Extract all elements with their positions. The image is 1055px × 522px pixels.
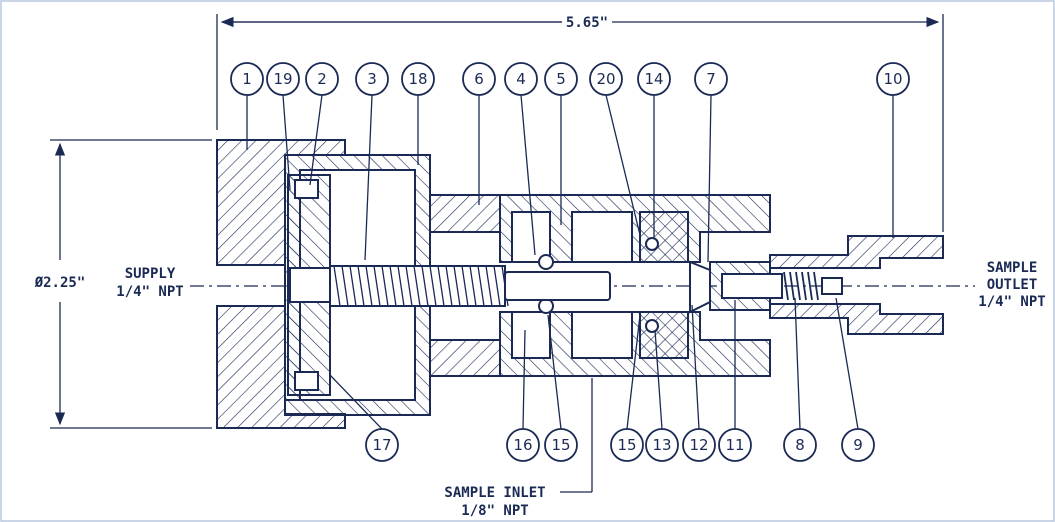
balloon-number: 4 — [516, 70, 526, 88]
balloon-top-3: 3 — [355, 62, 389, 261]
overall-length-label: 5.65" — [566, 15, 608, 31]
balloon-number: 8 — [795, 436, 805, 454]
balloon-top-4: 4 — [504, 62, 538, 256]
balloon-number: 11 — [725, 436, 744, 454]
balloon-top-14: 14 — [637, 62, 671, 238]
balloon-number: 15 — [551, 436, 570, 454]
diameter-dimension: Ø2.25" — [34, 139, 212, 429]
svg-text:OUTLET: OUTLET — [987, 277, 1038, 293]
svg-text:SAMPLE INLET: SAMPLE INLET — [444, 485, 545, 501]
svg-text:1/4" NPT: 1/4" NPT — [116, 284, 183, 300]
threaded-stem — [289, 265, 611, 307]
balloon-number: 10 — [883, 70, 902, 88]
balloon-bottom-15-2: 15 — [544, 314, 578, 462]
balloon-number: 12 — [689, 436, 708, 454]
balloon-top-7: 7 — [694, 62, 728, 263]
svg-text:SUPPLY: SUPPLY — [125, 266, 176, 282]
balloon-top-19: 19 — [266, 62, 300, 191]
balloon-top-10: 10 — [876, 62, 910, 238]
balloons-bottom: 17 16 15 15 13 12 11 8 9 — [329, 297, 875, 462]
balloon-number: 6 — [474, 70, 484, 88]
balloon-number: 13 — [652, 436, 671, 454]
balloon-number: 15 — [617, 436, 636, 454]
balloon-bottom-12-5: 12 — [682, 304, 716, 462]
balloon-top-6: 6 — [462, 62, 496, 205]
balloons-top: 1 19 2 3 18 6 4 5 20 14 7 10 — [230, 62, 910, 263]
balloon-number: 17 — [372, 436, 391, 454]
balloon-bottom-13-4: 13 — [645, 329, 679, 462]
balloon-number: 2 — [317, 70, 327, 88]
balloon-top-2: 2 — [305, 62, 339, 186]
balloon-top-1: 1 — [230, 62, 264, 150]
balloon-number: 19 — [273, 70, 292, 88]
balloon-number: 18 — [408, 70, 427, 88]
overall-length-dimension: 5.65" — [216, 14, 944, 232]
sample-inlet-label: SAMPLE INLET 1/8" NPT — [444, 378, 593, 519]
poppet — [689, 260, 783, 314]
sample-outlet-label: SAMPLE OUTLET 1/4" NPT — [978, 260, 1045, 310]
balloon-number: 20 — [596, 70, 615, 88]
balloon-bottom-8-7: 8 — [783, 297, 817, 462]
balloon-top-5: 5 — [544, 62, 578, 225]
balloon-number: 16 — [513, 436, 532, 454]
supply-port-label: SUPPLY 1/4" NPT — [116, 266, 183, 300]
svg-text:SAMPLE: SAMPLE — [987, 260, 1038, 276]
balloon-bottom-17-0: 17 — [329, 374, 399, 462]
balloon-number: 7 — [706, 70, 716, 88]
balloon-top-18: 18 — [401, 62, 435, 165]
svg-text:1/4" NPT: 1/4" NPT — [978, 294, 1045, 310]
balloon-number: 3 — [367, 70, 377, 88]
bonnet — [429, 194, 771, 377]
seat-assembly — [511, 211, 689, 359]
balloon-number: 1 — [242, 70, 252, 88]
balloon-bottom-15-3: 15 — [610, 314, 644, 462]
balloon-bottom-16-1: 16 — [506, 329, 540, 462]
balloon-bottom-11-6: 11 — [718, 300, 752, 462]
diameter-label: Ø2.25" — [34, 275, 86, 291]
balloon-number: 5 — [556, 70, 566, 88]
svg-text:1/8" NPT: 1/8" NPT — [461, 503, 528, 519]
balloon-number: 9 — [853, 436, 863, 454]
balloon-number: 14 — [644, 70, 663, 88]
outlet-fitting — [769, 235, 944, 335]
balloon-bottom-9-8: 9 — [835, 297, 875, 462]
balloon-top-20: 20 — [589, 62, 641, 236]
